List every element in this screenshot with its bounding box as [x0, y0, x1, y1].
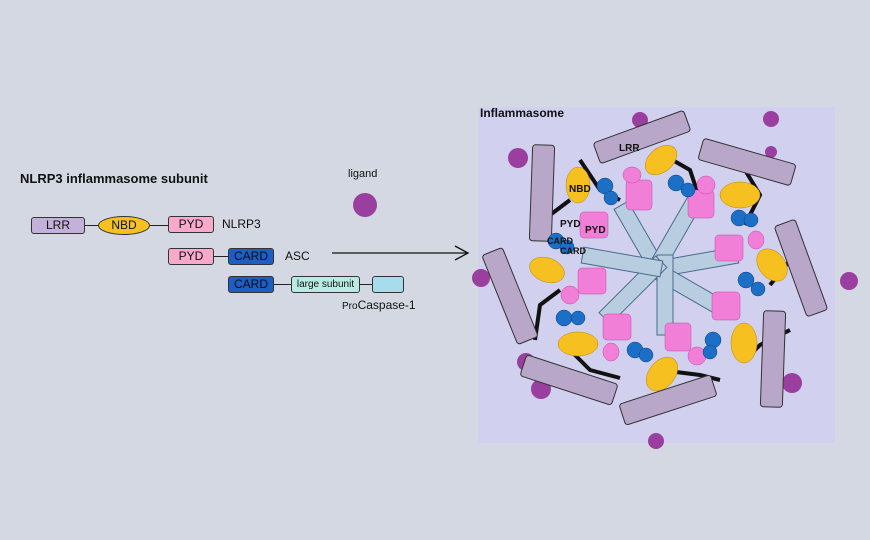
- caspase-name: Caspase-1: [357, 298, 416, 312]
- inf-pyd-label-2: PYD: [585, 225, 606, 236]
- ligand-dot: [648, 433, 664, 449]
- pyd-domain-asc: PYD: [168, 248, 214, 265]
- ligand-dot: [765, 146, 777, 158]
- procaspase-label: ProCaspase-1: [342, 296, 416, 314]
- lrr-domain: LRR: [31, 217, 85, 234]
- ligand-dot: [782, 373, 802, 393]
- inf-pyd-label-1: PYD: [560, 219, 581, 230]
- ligand-dot: [840, 272, 858, 290]
- inflammasome-title: Inflammasome: [480, 106, 565, 120]
- ligand-dot: [508, 148, 528, 168]
- inf-nbd-label: NBD: [569, 184, 591, 195]
- inf-lrr-label: LRR: [619, 143, 640, 154]
- card-domain-asc: CARD: [228, 248, 274, 265]
- asc-linker: [212, 256, 228, 257]
- ligand-dot: [472, 269, 490, 287]
- card-domains: [547, 174, 766, 363]
- pro-prefix: Pro: [342, 301, 358, 312]
- small-subunit: [372, 276, 404, 293]
- card-domain-caspase: CARD: [228, 276, 274, 293]
- lrr-bars: [482, 110, 828, 426]
- ligand-dot: [763, 111, 779, 127]
- nbd-domains: [529, 144, 788, 392]
- large-subunit: large subunit: [291, 276, 360, 293]
- nlrp3-label: NLRP3: [222, 217, 261, 231]
- ligand-label: ligand: [348, 168, 378, 180]
- inf-card-label-1: CARD: [547, 236, 573, 246]
- asc-label: ASC: [285, 249, 310, 263]
- nbd-domain: NBD: [98, 216, 150, 235]
- ligand-dot: [353, 193, 377, 217]
- inf-card-label-2: CARD: [560, 246, 586, 256]
- ligand-dot: [632, 112, 648, 128]
- subunit-title: NLRP3 inflammasome subunit: [20, 171, 208, 186]
- pyd-domain-nlrp3: PYD: [168, 216, 214, 233]
- pyd-domains: [560, 166, 765, 366]
